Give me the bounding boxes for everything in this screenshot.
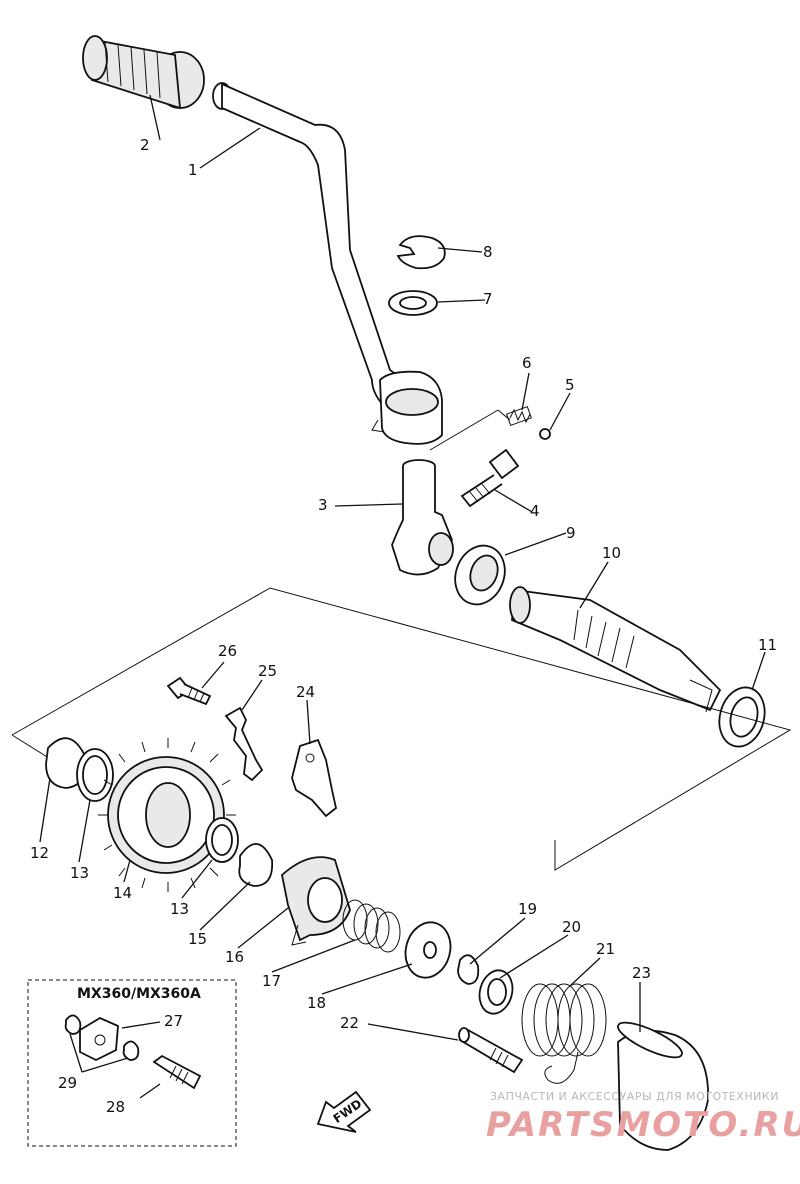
label-27: 27 xyxy=(164,1012,183,1030)
pawl-27 xyxy=(79,1016,119,1062)
label-16: 16 xyxy=(225,948,244,966)
label-24: 24 xyxy=(296,683,315,701)
label-13-left: 13 xyxy=(70,864,89,882)
circlip-19 xyxy=(457,954,480,985)
bolt-26 xyxy=(166,676,212,706)
label-8: 8 xyxy=(483,243,493,261)
circlip-29-b xyxy=(122,1040,140,1061)
label-3: 3 xyxy=(318,496,328,514)
label-20: 20 xyxy=(562,918,581,936)
label-19: 19 xyxy=(518,900,537,918)
kick-gear-14 xyxy=(98,738,236,892)
label-17: 17 xyxy=(262,972,281,990)
label-5: 5 xyxy=(565,376,575,394)
label-2: 2 xyxy=(140,136,150,154)
stopper-plate-24 xyxy=(291,738,338,818)
kick-shaft-10 xyxy=(509,586,722,713)
fwd-arrow: FWD xyxy=(316,1090,372,1133)
label-4: 4 xyxy=(530,502,540,520)
label-21: 21 xyxy=(596,940,615,958)
washer-20 xyxy=(478,969,514,1015)
ball-5 xyxy=(539,428,551,440)
label-26: 26 xyxy=(218,642,237,660)
label-1: 1 xyxy=(188,161,198,179)
pin-28 xyxy=(152,1054,202,1090)
washer-7 xyxy=(388,290,438,316)
label-22: 22 xyxy=(340,1014,359,1032)
kick-lever-arm xyxy=(212,82,443,445)
watermark-logo: PARTSMOTO.RU xyxy=(486,1105,800,1145)
watermark-tagline: ЗАПЧАСТИ И АКСЕССУАРЫ ДЛЯ МОТОТЕХНИКИ xyxy=(490,1090,779,1103)
washer-13-right xyxy=(205,817,239,863)
ratchet-16 xyxy=(281,856,351,946)
washer-18 xyxy=(404,921,452,979)
circlip-29-a xyxy=(64,1014,82,1035)
label-7: 7 xyxy=(483,290,493,308)
label-13-right: 13 xyxy=(170,900,189,918)
kick-boss-3 xyxy=(391,459,454,576)
label-9: 9 xyxy=(566,524,576,542)
label-10: 10 xyxy=(602,544,621,562)
label-18: 18 xyxy=(307,994,326,1012)
assembly-outline xyxy=(11,587,792,871)
label-28: 28 xyxy=(106,1098,125,1116)
label-12: 12 xyxy=(30,844,49,862)
label-6: 6 xyxy=(522,354,532,372)
torsion-spring-21 xyxy=(521,983,607,1084)
inset-title: MX360/MX360A xyxy=(77,986,201,1002)
oil-seal-9 xyxy=(454,544,506,606)
pin-22 xyxy=(458,1027,524,1074)
washer-13-left xyxy=(76,748,114,802)
circlip-15 xyxy=(238,843,274,887)
label-14: 14 xyxy=(113,884,132,902)
label-25: 25 xyxy=(258,662,277,680)
leader-lines xyxy=(39,94,766,1041)
bolt-4 xyxy=(460,448,520,508)
stopper-plate-25 xyxy=(224,706,264,782)
inset-mx360: MX360/MX360A 27 29 28 xyxy=(27,979,237,1147)
label-23: 23 xyxy=(632,964,651,982)
watermark: ЗАПЧАСТИ И АКСЕССУАРЫ ДЛЯ МОТОТЕХНИКИ PA… xyxy=(486,1090,800,1145)
spring-cover-23 xyxy=(617,1021,709,1151)
kick-lever-grip xyxy=(82,35,205,110)
label-15: 15 xyxy=(188,930,207,948)
label-29: 29 xyxy=(58,1074,77,1092)
spring-6 xyxy=(505,405,533,427)
part-numbers: 2 1 3 4 5 6 7 8 9 10 11 12 13 13 14 15 1… xyxy=(30,136,777,1032)
circlip-8 xyxy=(396,235,446,270)
spring-17 xyxy=(342,899,401,953)
label-11: 11 xyxy=(758,636,777,654)
detent-guide-line xyxy=(429,409,511,451)
